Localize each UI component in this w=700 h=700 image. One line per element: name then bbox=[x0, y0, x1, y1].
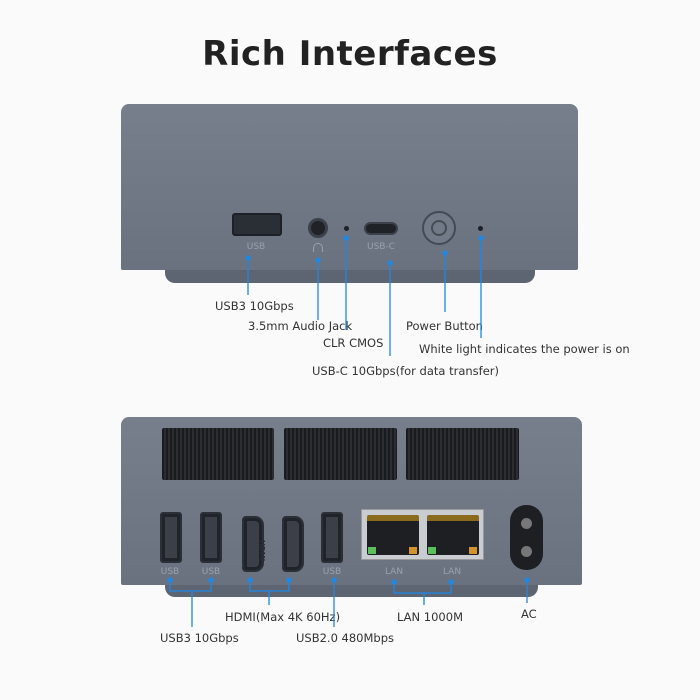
callout-usb3: USB3 10Gbps bbox=[215, 299, 294, 313]
lan-port-label: LAN bbox=[384, 567, 404, 577]
lan-led-orange bbox=[409, 547, 417, 554]
power-button bbox=[422, 211, 456, 245]
usb2-port bbox=[321, 512, 343, 563]
vent bbox=[406, 428, 519, 480]
lan-led-orange bbox=[469, 547, 477, 554]
vent bbox=[162, 428, 274, 480]
usb3-port bbox=[200, 512, 222, 563]
headphone-icon bbox=[313, 243, 323, 252]
front-device bbox=[121, 104, 578, 270]
leader-line-usb3-front bbox=[245, 255, 251, 295]
audio-jack bbox=[308, 218, 328, 238]
hdmi-port bbox=[242, 516, 264, 572]
vent bbox=[284, 428, 397, 480]
usb-c-port-label: USB-C bbox=[366, 242, 396, 252]
hdmi-port bbox=[282, 516, 304, 572]
callout-power-button: Power Button bbox=[406, 319, 483, 333]
callout-lan: LAN 1000M bbox=[397, 610, 463, 624]
usb-port-label: USB bbox=[246, 242, 266, 252]
lan-port-label: LAN bbox=[442, 567, 462, 577]
usb-port-label: USB bbox=[160, 567, 180, 577]
leader-line-lan bbox=[393, 582, 452, 605]
leader-line-led bbox=[478, 235, 484, 338]
leader-line-usb3-back bbox=[169, 580, 212, 627]
leader-dots bbox=[167, 577, 530, 585]
page-title: Rich Interfaces bbox=[202, 34, 498, 74]
callout-usb-c: USB-C 10Gbps(for data transfer) bbox=[312, 364, 499, 378]
ac-pin bbox=[521, 546, 532, 557]
callout-audio-jack: 3.5mm Audio Jack bbox=[248, 319, 353, 333]
leader-line-usbc bbox=[387, 260, 393, 356]
usb-port-label: USB bbox=[201, 567, 221, 577]
callout-power-led: White light indicates the power is on bbox=[419, 342, 630, 356]
callout-usb3: USB3 10Gbps bbox=[160, 631, 239, 645]
ac-power-inlet bbox=[510, 505, 543, 570]
callout-usb2: USB2.0 480Mbps bbox=[296, 631, 395, 645]
clr-cmos-hole bbox=[344, 226, 349, 231]
leader-line-hdmi bbox=[249, 580, 290, 605]
usb3-port bbox=[160, 512, 182, 563]
leader-line-audio bbox=[315, 257, 321, 320]
usb-a-port bbox=[232, 213, 282, 236]
lan-led-green bbox=[428, 547, 436, 554]
usb-c-port bbox=[364, 222, 398, 235]
power-led bbox=[478, 226, 483, 231]
callout-ac: AC bbox=[521, 607, 537, 621]
lan-led-green bbox=[368, 547, 376, 554]
leader-line-clr bbox=[343, 235, 349, 330]
lan-ports bbox=[361, 509, 484, 560]
callout-clr-cmos: CLR CMOS bbox=[323, 336, 384, 350]
ac-pin bbox=[521, 518, 532, 529]
callout-hdmi: HDMI(Max 4K 60Hz) bbox=[225, 610, 341, 624]
usb-port-label: USB bbox=[322, 567, 342, 577]
leader-line-power bbox=[442, 250, 448, 312]
